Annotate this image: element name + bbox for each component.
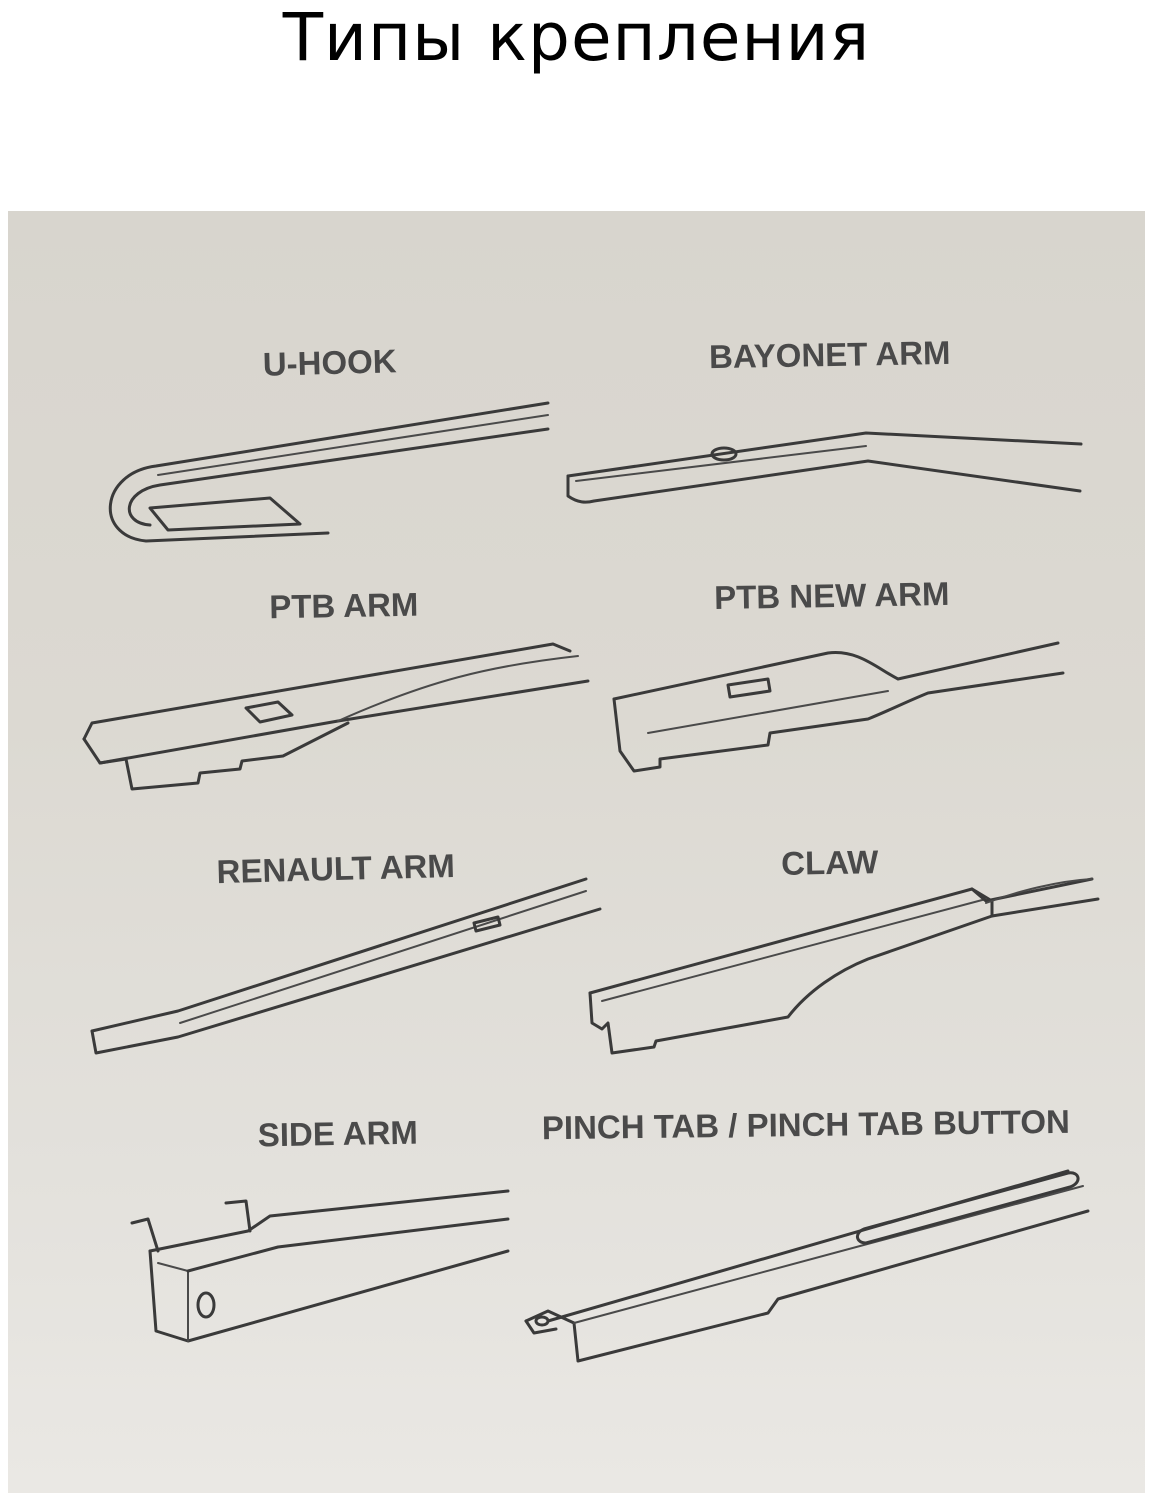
- ptb-new-inner-line: [647, 690, 889, 734]
- bayonet-inner-edge: [575, 445, 867, 482]
- u-hook-tab: [148, 496, 302, 532]
- claw-illustration: CLAW: [588, 843, 1100, 1055]
- renault-arm-illustration: RENAULT ARM: [90, 847, 602, 1055]
- side-arm-hole: [196, 1291, 216, 1319]
- label-renault-arm: RENAULT ARM: [216, 847, 455, 890]
- side-arm-top-edge: [148, 1189, 510, 1253]
- claw-inner-edge: [601, 898, 987, 1002]
- ptb-new-bottom-edge: [612, 671, 1065, 773]
- ptb-front-edge: [82, 679, 590, 765]
- label-bayonet-arm: BAYONET ARM: [709, 334, 951, 375]
- ptb-square-hole: [244, 700, 294, 724]
- side-arm-illustration: SIDE ARM: [130, 1114, 510, 1343]
- renault-bottom-edge: [90, 907, 602, 1055]
- diagram-photo: U-HOOK BAYONET ARM PTB ARM PTB NEW ARM: [8, 211, 1145, 1493]
- renault-slot: [472, 915, 502, 933]
- ptb-taper-line: [337, 655, 579, 722]
- side-arm-face-edge: [157, 1262, 189, 1342]
- label-ptb-new-arm: PTB NEW ARM: [714, 575, 950, 616]
- side-arm-face-top: [186, 1217, 510, 1273]
- side-arm-bottom-edge: [148, 1249, 510, 1343]
- u-hook-mid-line: [157, 414, 549, 476]
- label-claw: CLAW: [781, 843, 880, 882]
- ptb-new-slot: [726, 677, 772, 699]
- mount-types-diagram: U-HOOK BAYONET ARM PTB ARM PTB NEW ARM: [82, 334, 1100, 1363]
- pinch-tab-button: [534, 1315, 550, 1327]
- pinch-tip: [524, 1319, 558, 1335]
- label-side-arm: SIDE ARM: [257, 1114, 418, 1154]
- page-title: Типы крепления: [282, 0, 871, 76]
- label-pinch-tab: PINCH TAB / PINCH TAB BUTTON: [542, 1103, 1070, 1146]
- label-u-hook: U-HOOK: [262, 342, 397, 382]
- u-hook-inner-line: [127, 427, 550, 527]
- ptb-arm-illustration: PTB ARM: [82, 586, 590, 791]
- claw-bottom-edge: [588, 914, 994, 1055]
- pinch-long-slot: [856, 1171, 1080, 1245]
- bayonet-top-edge: [566, 431, 1083, 478]
- ptb-top-edge: [82, 642, 572, 741]
- pinch-bottom-edge: [524, 1209, 1090, 1363]
- claw-arm-top: [970, 877, 1094, 903]
- pinch-inner-edge: [573, 1185, 1084, 1324]
- claw-top-edge: [588, 887, 994, 995]
- renault-inner-edge: [179, 890, 587, 1024]
- bayonet-button: [710, 446, 738, 462]
- pinch-tab-illustration: PINCH TAB / PINCH TAB BUTTON: [524, 1103, 1090, 1363]
- ptb-new-arm-illustration: PTB NEW ARM: [612, 575, 1065, 773]
- ptb-bottom-edge: [98, 721, 350, 791]
- side-arm-pin-right: [224, 1199, 252, 1233]
- claw-arm-mid: [985, 878, 1093, 904]
- u-hook-outer-line: [108, 401, 550, 543]
- ptb-new-top-edge: [612, 641, 1060, 701]
- claw-arm-bottom: [990, 897, 1100, 918]
- u-hook-illustration: U-HOOK: [108, 342, 550, 543]
- renault-top-edge: [90, 877, 588, 1033]
- side-arm-pin-left: [130, 1217, 160, 1253]
- bayonet-bottom-edge: [566, 459, 1082, 504]
- label-ptb-arm: PTB ARM: [269, 586, 419, 626]
- bayonet-arm-illustration: BAYONET ARM: [566, 334, 1083, 504]
